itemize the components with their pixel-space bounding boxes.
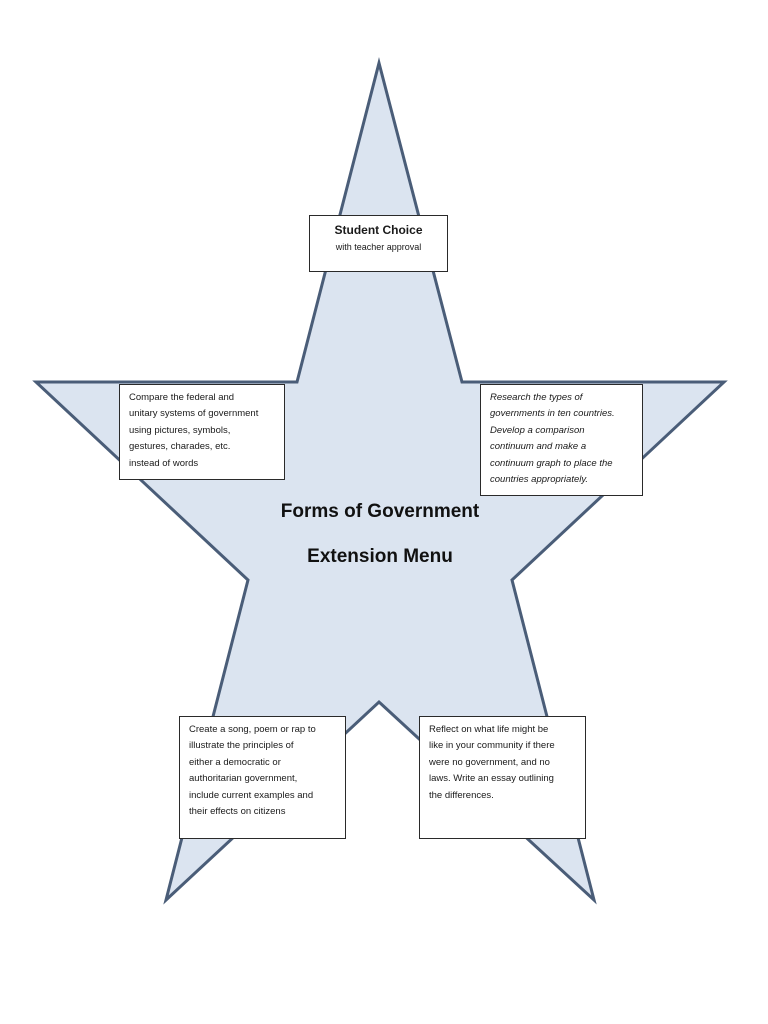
box-text-line: their effects on citizens — [189, 806, 286, 818]
box-text-line: countries appropriately. — [490, 474, 589, 486]
box-text-line: like in your community if there — [429, 740, 555, 752]
box-text-line: authoritarian government, — [189, 773, 298, 785]
title-line-1: Forms of Government — [280, 501, 480, 522]
box-text-line: Research the types of — [490, 392, 583, 403]
box-text-line: using pictures, symbols, — [129, 424, 231, 436]
diagram-title: Forms of Government Extension Menu — [230, 496, 530, 573]
compare-systems-box: Compare the federal and unitary systems … — [119, 384, 285, 480]
title-line-2: Extension Menu — [307, 546, 453, 567]
box-text-line: laws. Write an essay outlining — [429, 773, 554, 785]
box-text-line: Reflect on what life might be — [429, 724, 549, 735]
student-choice-box: Student Choice with teacher approval — [309, 215, 448, 272]
research-countries-box: Research the types of governments in ten… — [480, 384, 643, 496]
box-text-line: governments in ten countries. — [490, 408, 615, 420]
box-text-line: Create a song, poem or rap to — [189, 724, 316, 735]
box-text-line: illustrate the principles of — [189, 740, 294, 752]
box-text-line: were no government, and no — [429, 756, 550, 768]
create-song-box: Create a song, poem or rap to illustrate… — [179, 716, 346, 839]
student-choice-title: Student Choice — [334, 223, 423, 237]
reflect-essay-box: Reflect on what life might be like in yo… — [419, 716, 586, 839]
box-text-line: the differences. — [429, 789, 494, 801]
box-text-line: gestures, charades, etc. — [129, 441, 231, 453]
box-text-line: unitary systems of government — [129, 408, 259, 420]
student-choice-subtitle: with teacher approval — [335, 242, 422, 252]
box-text-line: continuum and make a — [490, 441, 587, 453]
box-text-line: instead of words — [129, 457, 199, 469]
box-text-line: either a democratic or — [189, 756, 281, 768]
box-text-line: Compare the federal and — [129, 392, 235, 403]
star-polygon — [32, 57, 728, 905]
box-text-line: Develop a comparison — [490, 424, 585, 436]
box-text-line: continuum graph to place the — [490, 457, 613, 469]
box-text-line: include current examples and — [189, 789, 314, 801]
